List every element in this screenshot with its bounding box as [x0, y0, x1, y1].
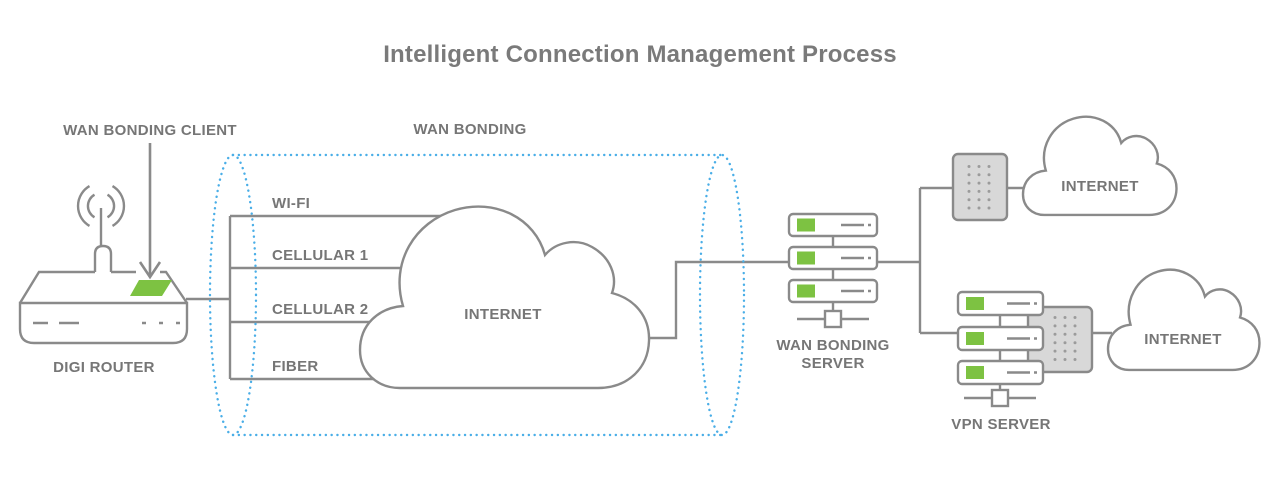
page-title: Intelligent Connection Management Proces… [383, 41, 897, 68]
server-led [966, 297, 984, 310]
internet-cloud-main [358, 205, 651, 390]
router-sim-slot [130, 280, 172, 296]
router-group [18, 185, 189, 345]
server-led [966, 366, 984, 379]
channel-label-wifi: WI-FI [272, 195, 310, 212]
internet-cloud-top [1022, 116, 1178, 216]
arrow-head [138, 261, 162, 280]
channel-label-cellular1: CELLULAR 1 [272, 247, 368, 264]
internet-bottom-label: INTERNET [1144, 331, 1221, 348]
digi-router-label: DIGI ROUTER [53, 359, 155, 376]
server-led [797, 218, 815, 232]
vpn-server-label: VPN SERVER [951, 416, 1050, 433]
wan-bonding-label: WAN BONDING [413, 121, 526, 138]
server-led [797, 284, 815, 298]
vpn-server-stack [956, 290, 1045, 408]
server-led [797, 251, 815, 265]
antenna-base [93, 244, 113, 272]
router-body [18, 301, 189, 345]
wifi-waves-icon [76, 185, 126, 227]
tunnel-right-ellipse [698, 153, 746, 437]
tunnel-left-ellipse [208, 153, 258, 437]
wan-bonding-client-label: WAN BONDING CLIENT [63, 122, 237, 139]
switch-panel-top-body [951, 152, 1009, 222]
channel-label-cellular2: CELLULAR 2 [272, 301, 368, 318]
server-led [966, 332, 984, 345]
wan-bonding-server-label-line1: WAN BONDING [776, 337, 889, 354]
callout-arrow-icon [138, 143, 162, 280]
switch-panel-vpn-dots [1053, 316, 1077, 361]
internet-main-label: INTERNET [464, 306, 541, 323]
internet-cloud-bottom [1107, 269, 1261, 371]
network-node [990, 388, 1010, 408]
switch-panel-top-dots [967, 165, 991, 210]
wan-bonding-server-label-line2: SERVER [801, 355, 864, 372]
internet-top-label: INTERNET [1061, 178, 1138, 195]
wan-bonding-tunnel [208, 153, 746, 437]
switch-panel-top [951, 152, 1009, 222]
cloud-to-server-line [648, 260, 789, 340]
switch-panel-vpn [1026, 305, 1094, 374]
channel-label-fiber: FIBER [272, 358, 319, 375]
wan-bonding-server-stack [787, 212, 879, 329]
router-top-face [18, 270, 188, 304]
network-node [823, 309, 843, 329]
